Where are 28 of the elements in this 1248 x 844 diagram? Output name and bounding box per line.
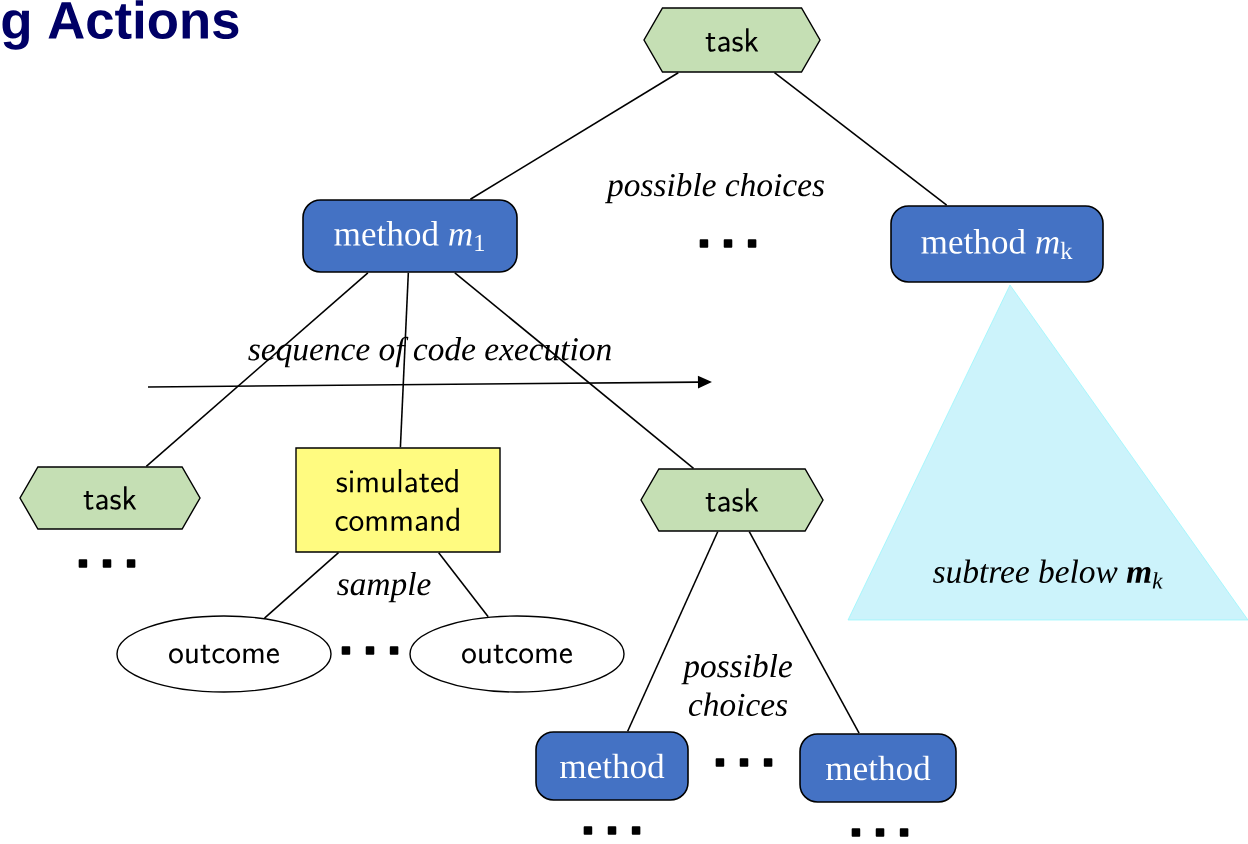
ellipsis-dots: ••• xyxy=(851,828,909,837)
ellipsis-dots: ••• xyxy=(583,826,641,835)
method-box: method m$_{k}$ xyxy=(890,205,1104,283)
task-hexagon: task xyxy=(640,468,824,532)
ellipsis-dots: ••• xyxy=(699,239,757,248)
ellipsis-dots: ••• xyxy=(341,646,399,655)
task-hexagon: task xyxy=(643,7,821,73)
title: g Actions xyxy=(2,0,239,50)
ellipsis-dots: ••• xyxy=(715,758,773,767)
sample-label: sample xyxy=(337,571,431,603)
connector-line xyxy=(145,272,369,468)
task-hexagon: task xyxy=(19,466,201,530)
subtree-triangle: subtree below m$_{k}$ xyxy=(847,284,1248,621)
connector-line xyxy=(454,272,695,470)
connector-line xyxy=(263,551,340,619)
method-box: method m$_{1}$ xyxy=(302,199,518,273)
method-box: method xyxy=(799,733,957,803)
connector-line xyxy=(399,272,410,449)
ellipsis-dots: ••• xyxy=(78,559,136,568)
connector-line xyxy=(437,551,489,618)
method-box: method xyxy=(535,731,689,801)
connector-line xyxy=(773,71,948,206)
connector-line xyxy=(748,530,860,734)
connector-line xyxy=(626,530,719,732)
choice-label: possible choices xyxy=(681,653,792,717)
connector-line xyxy=(469,71,680,200)
choice-label: possible choices xyxy=(605,172,824,204)
command-box: simulated command xyxy=(295,447,501,553)
